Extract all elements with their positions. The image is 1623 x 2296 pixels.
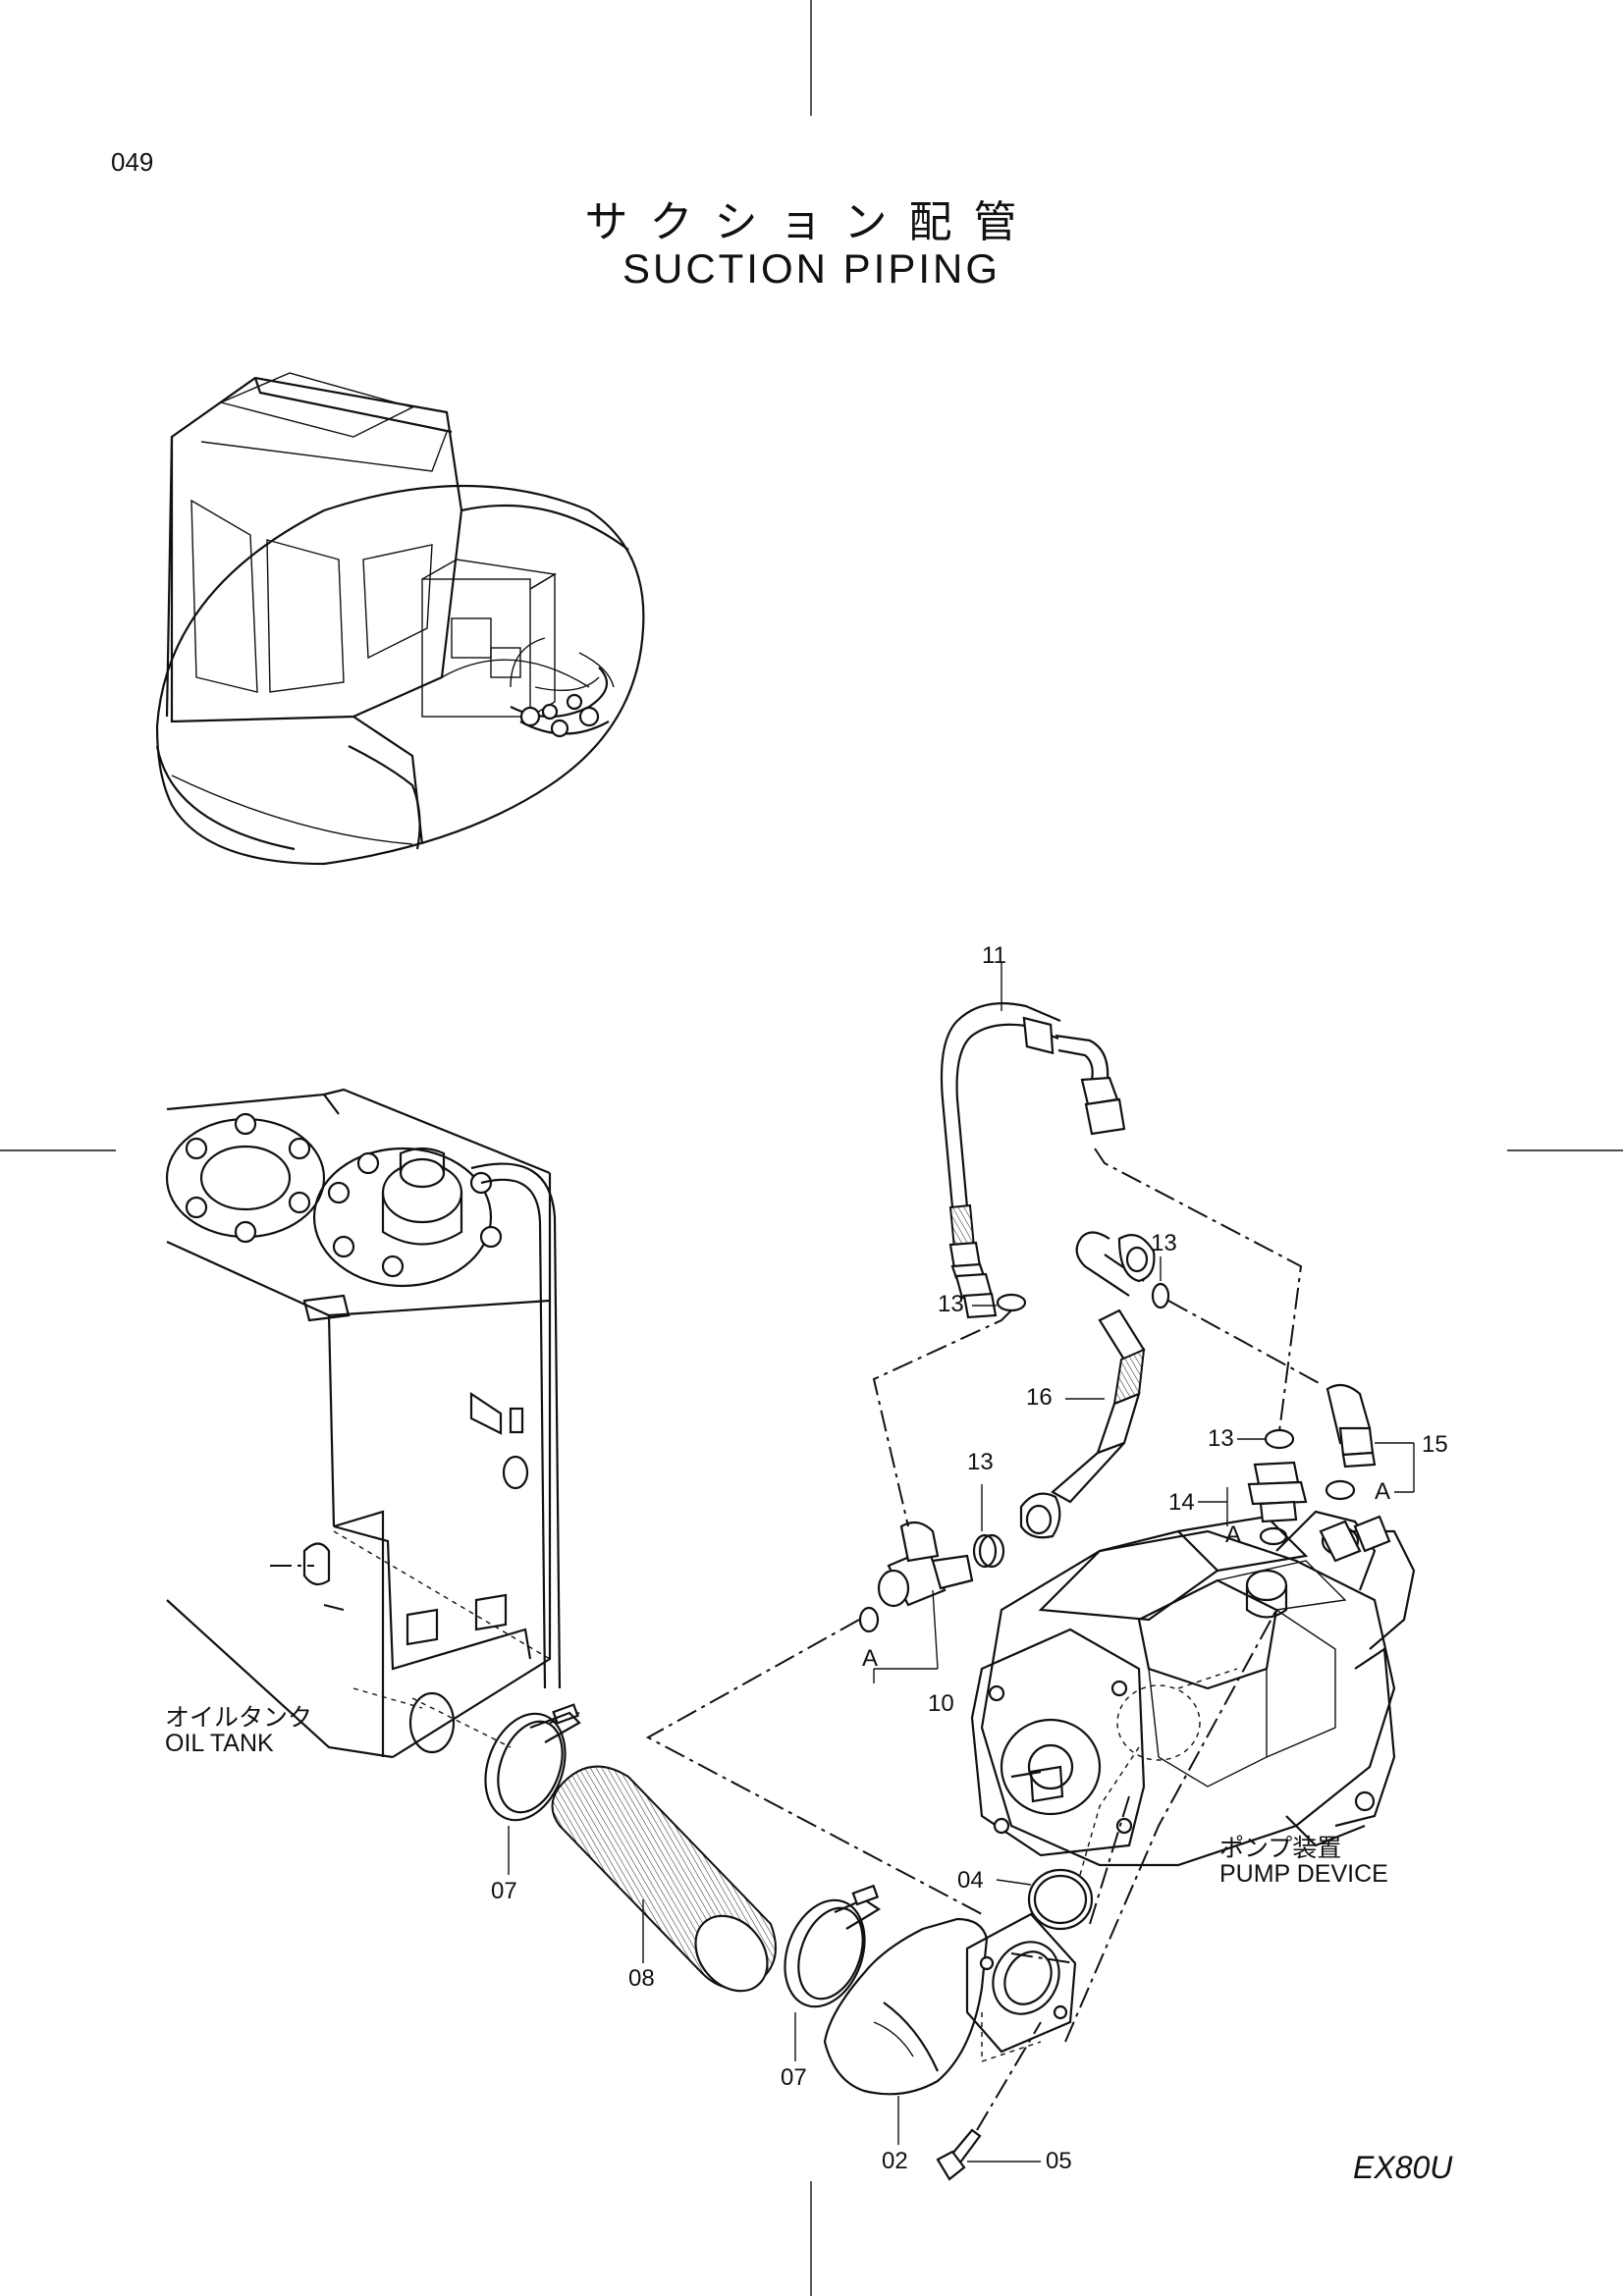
label-oil-tank-jp: オイルタンク bbox=[165, 1704, 313, 1732]
hose-clamp-07-right bbox=[784, 1884, 882, 2061]
callout-a-left: A bbox=[862, 1645, 879, 1672]
callout-07-right: 07 bbox=[781, 2064, 807, 2091]
callout-11: 11 bbox=[982, 942, 1006, 969]
suction-hose-08 bbox=[551, 1765, 777, 1993]
tee-fitting-10 bbox=[858, 1521, 998, 1683]
callout-13-right: 13 bbox=[1208, 1425, 1234, 1452]
callout-05: 05 bbox=[1046, 2148, 1072, 2174]
hose-11 bbox=[940, 962, 1126, 1319]
hose-clamp-07-left bbox=[484, 1711, 581, 1875]
pump-device bbox=[970, 1510, 1416, 1876]
callout-13-top: 13 bbox=[1151, 1230, 1177, 1256]
callout-04: 04 bbox=[957, 1867, 984, 1894]
callout-10: 10 bbox=[928, 1690, 954, 1717]
o-ring-04 bbox=[996, 1868, 1094, 1931]
label-pump-device-jp: ポンプ装置 bbox=[1219, 1835, 1342, 1862]
callout-08: 08 bbox=[628, 1965, 655, 1992]
connection-lines bbox=[645, 1148, 1322, 2043]
hose-16 bbox=[1019, 1231, 1156, 1539]
suction-elbow-02 bbox=[823, 1912, 1077, 2145]
elbow-fitting-15 bbox=[1325, 1383, 1415, 1501]
title-japanese: サクション配管 bbox=[584, 197, 1039, 247]
model-designation: EX80U bbox=[1353, 2150, 1453, 2185]
adapter-14 bbox=[1198, 1461, 1308, 1546]
callout-15: 15 bbox=[1422, 1431, 1448, 1458]
label-oil-tank-en: OIL TANK bbox=[165, 1730, 274, 1757]
callout-a-middle: A bbox=[1225, 1522, 1242, 1548]
oil-tank bbox=[165, 1088, 580, 1759]
callout-02: 02 bbox=[882, 2148, 908, 2174]
title-english: SUCTION PIPING bbox=[622, 245, 1001, 292]
callout-a-right: A bbox=[1375, 1478, 1391, 1505]
callout-07-left: 07 bbox=[491, 1878, 517, 1904]
bolt-05 bbox=[936, 2021, 1042, 2181]
label-pump-device-en: PUMP DEVICE bbox=[1219, 1860, 1388, 1888]
excavator-overview bbox=[155, 372, 645, 866]
callout-16: 16 bbox=[1026, 1384, 1053, 1411]
callout-13-left: 13 bbox=[938, 1291, 964, 1317]
page-number: 049 bbox=[111, 147, 154, 177]
callout-13-bottom: 13 bbox=[967, 1449, 994, 1475]
callout-14: 14 bbox=[1168, 1489, 1195, 1516]
